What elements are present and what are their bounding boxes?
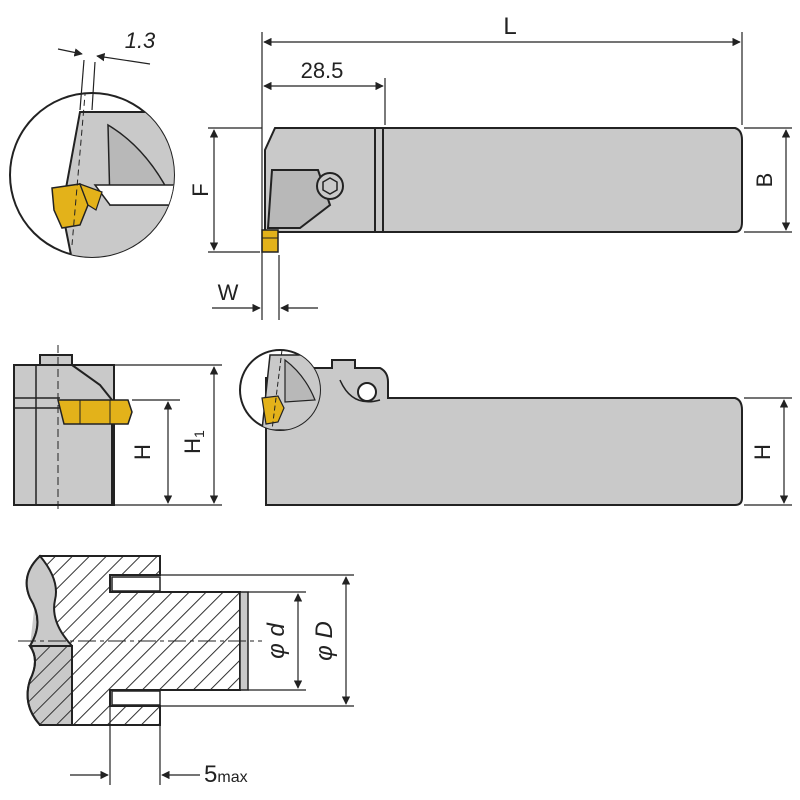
dimension-1-3: 1.3 [57, 28, 156, 111]
side-detail-insert [261, 395, 285, 425]
detail-circle-side [239, 349, 321, 431]
top-view-insert [261, 229, 279, 253]
dimension-28-5: 28.5 [263, 58, 386, 125]
top-view [261, 127, 743, 253]
dimension-L: L [261, 13, 743, 255]
detail-circle-top [9, 92, 175, 258]
label-F: F [188, 183, 213, 196]
label-H1: H [180, 438, 205, 454]
label-H-right: H [750, 444, 775, 460]
front-view [13, 345, 133, 510]
dimension-F: F [188, 127, 262, 253]
label-B: B [752, 173, 777, 188]
dimension-5max: 5max [70, 706, 248, 788]
label-1-3: 1.3 [125, 28, 156, 53]
front-view-insert [57, 399, 133, 425]
front-view-body [13, 364, 115, 506]
label-5max-sub: max [217, 769, 247, 786]
dimension-phi-D: φ D [160, 574, 354, 707]
dimension-H-right: H [744, 397, 792, 506]
hex-socket-icon [322, 177, 338, 195]
dimension-H1: H1 [72, 364, 222, 506]
workpiece-section [18, 554, 262, 726]
side-view-hole [357, 382, 377, 402]
svg-text:H1: H1 [180, 430, 207, 454]
top-view-body [264, 127, 743, 233]
dimension-phi-d: φ d [248, 591, 306, 691]
label-phi-D: φ D [311, 621, 338, 661]
dimension-H-left: H [114, 399, 180, 506]
label-L: L [503, 13, 516, 40]
label-5max: 5 [204, 761, 217, 788]
side-view-body [265, 359, 743, 506]
label-H-left: H [130, 444, 155, 460]
label-W: W [218, 280, 239, 305]
label-28-5: 28.5 [301, 58, 344, 83]
label-phi-d: φ d [263, 623, 290, 659]
dimension-W: W [212, 255, 318, 320]
label-H1-sub: 1 [191, 430, 207, 438]
side-view [265, 359, 743, 506]
dimension-B: B [744, 127, 792, 233]
clamp-screw [316, 172, 344, 200]
clamp-wedge [266, 169, 332, 229]
svg-text:5max: 5max [204, 761, 248, 788]
